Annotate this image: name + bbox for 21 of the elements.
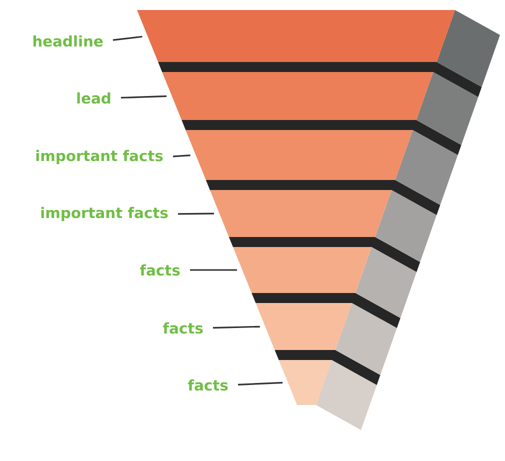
pyramid-layer — [210, 190, 437, 272]
leader-line — [120, 95, 167, 99]
leader-line — [112, 36, 142, 41]
pyramid-layer — [256, 303, 397, 385]
layer-label: headline — [33, 35, 103, 47]
pyramid-layer — [233, 247, 417, 328]
leader-line — [172, 154, 190, 158]
pyramid-layer — [137, 10, 500, 97]
leader-line — [238, 382, 283, 386]
layer-label: facts — [188, 379, 228, 391]
pyramid-layer — [278, 360, 377, 430]
pyramid-layer — [162, 72, 478, 155]
leader-line — [190, 269, 237, 271]
layer-label: facts — [162, 322, 203, 334]
pyramid-layer — [186, 130, 458, 215]
leader-line — [178, 212, 214, 215]
layer-label: important facts — [41, 206, 168, 222]
layer-label: important facts — [36, 150, 163, 164]
layer-label: lead — [77, 92, 110, 104]
layer-label: facts — [140, 264, 180, 276]
leader-line — [212, 326, 260, 329]
